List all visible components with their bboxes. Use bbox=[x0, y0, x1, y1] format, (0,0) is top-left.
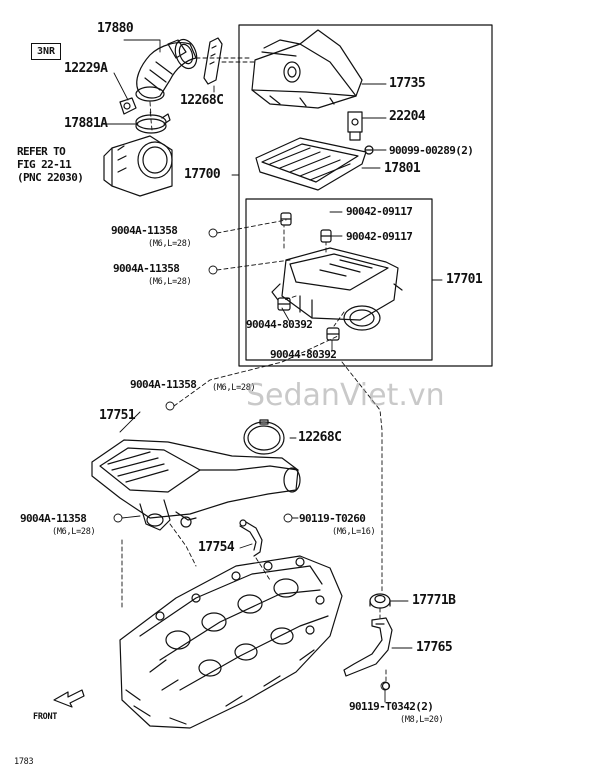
clamp-12268C-mid bbox=[243, 419, 285, 455]
grommet-90042-a bbox=[280, 212, 292, 226]
throttle-body bbox=[103, 135, 173, 197]
leader-lines bbox=[103, 39, 443, 703]
label-90119-a-spec: (M6,L=16) bbox=[332, 527, 376, 537]
label-90044-b: 90044-80392 bbox=[270, 348, 337, 361]
label-90099: 90099-00289(2) bbox=[389, 144, 474, 157]
airflow-meter-22204 bbox=[347, 111, 363, 141]
label-90119-b: 90119-T0342(2) bbox=[349, 700, 434, 713]
label-17771B: 17771B bbox=[412, 593, 456, 608]
label-90042-b: 90042-09117 bbox=[346, 230, 413, 243]
intake-connector-17880 bbox=[135, 38, 198, 102]
bracket-17765 bbox=[343, 617, 393, 677]
refer-line3: (PNC 22030) bbox=[17, 171, 84, 184]
label-17701: 17701 bbox=[446, 272, 483, 287]
label-90119-a: 90119-T0260 bbox=[299, 512, 366, 525]
refer-line1: REFER TO bbox=[17, 145, 66, 158]
group-box-17701 bbox=[245, 198, 433, 361]
label-17751: 17751 bbox=[99, 408, 136, 423]
grommet-17771B bbox=[369, 593, 391, 609]
label-17880: 17880 bbox=[97, 21, 134, 36]
label-17881A: 17881A bbox=[64, 116, 108, 131]
label-9004A-a-spec: (M6,L=28) bbox=[148, 239, 192, 249]
figure-code: 1783 bbox=[14, 757, 34, 767]
watermark: SedanViet.vn bbox=[246, 378, 445, 413]
front-label: FRONT bbox=[33, 712, 58, 722]
label-17700: 17700 bbox=[184, 167, 221, 182]
label-17801: 17801 bbox=[384, 161, 421, 176]
label-9004A-d-spec: (M6,L=28) bbox=[52, 527, 96, 537]
refer-line2: FIG 22-11 bbox=[17, 158, 72, 171]
label-90044-a: 90044-80392 bbox=[246, 318, 313, 331]
label-9004A-c-spec: (M6,L=28) bbox=[212, 383, 256, 393]
label-12268C-top: 12268C bbox=[180, 93, 224, 108]
label-9004A-b-spec: (M6,L=28) bbox=[148, 277, 192, 287]
grommet-90044-a bbox=[277, 297, 291, 311]
label-9004A-d: 9004A-11358 bbox=[20, 512, 87, 525]
label-90042-a: 90042-09117 bbox=[346, 205, 413, 218]
air-cleaner-cap-17735 bbox=[251, 29, 363, 109]
grommet-90042-b bbox=[320, 229, 332, 243]
label-17735: 17735 bbox=[389, 76, 426, 91]
label-12229A: 12229A bbox=[64, 61, 108, 76]
group-box-17700 bbox=[238, 24, 493, 367]
grommet-90044-b bbox=[326, 327, 340, 341]
clamp-17881A bbox=[135, 113, 171, 134]
filter-element-17801 bbox=[255, 137, 367, 191]
label-9004A-c: 9004A-11358 bbox=[130, 378, 197, 391]
engine-tag: 3NR bbox=[31, 43, 61, 60]
clip-12268C-top bbox=[203, 37, 223, 85]
label-22204: 22204 bbox=[389, 109, 426, 124]
engine-head bbox=[119, 555, 343, 729]
air-cleaner-case-17701 bbox=[271, 247, 403, 331]
label-17754: 17754 bbox=[198, 540, 235, 555]
front-arrow-icon bbox=[53, 689, 85, 708]
label-17765: 17765 bbox=[416, 640, 453, 655]
label-9004A-b: 9004A-11358 bbox=[113, 262, 180, 275]
label-12268C-mid: 12268C bbox=[298, 430, 342, 445]
label-90119-b-spec: (M8,L=20) bbox=[400, 715, 444, 725]
dashed-assembly-lines bbox=[121, 57, 387, 683]
label-9004A-a: 9004A-11358 bbox=[111, 224, 178, 237]
intake-duct-17751 bbox=[91, 439, 301, 531]
hose-17754 bbox=[239, 519, 263, 557]
